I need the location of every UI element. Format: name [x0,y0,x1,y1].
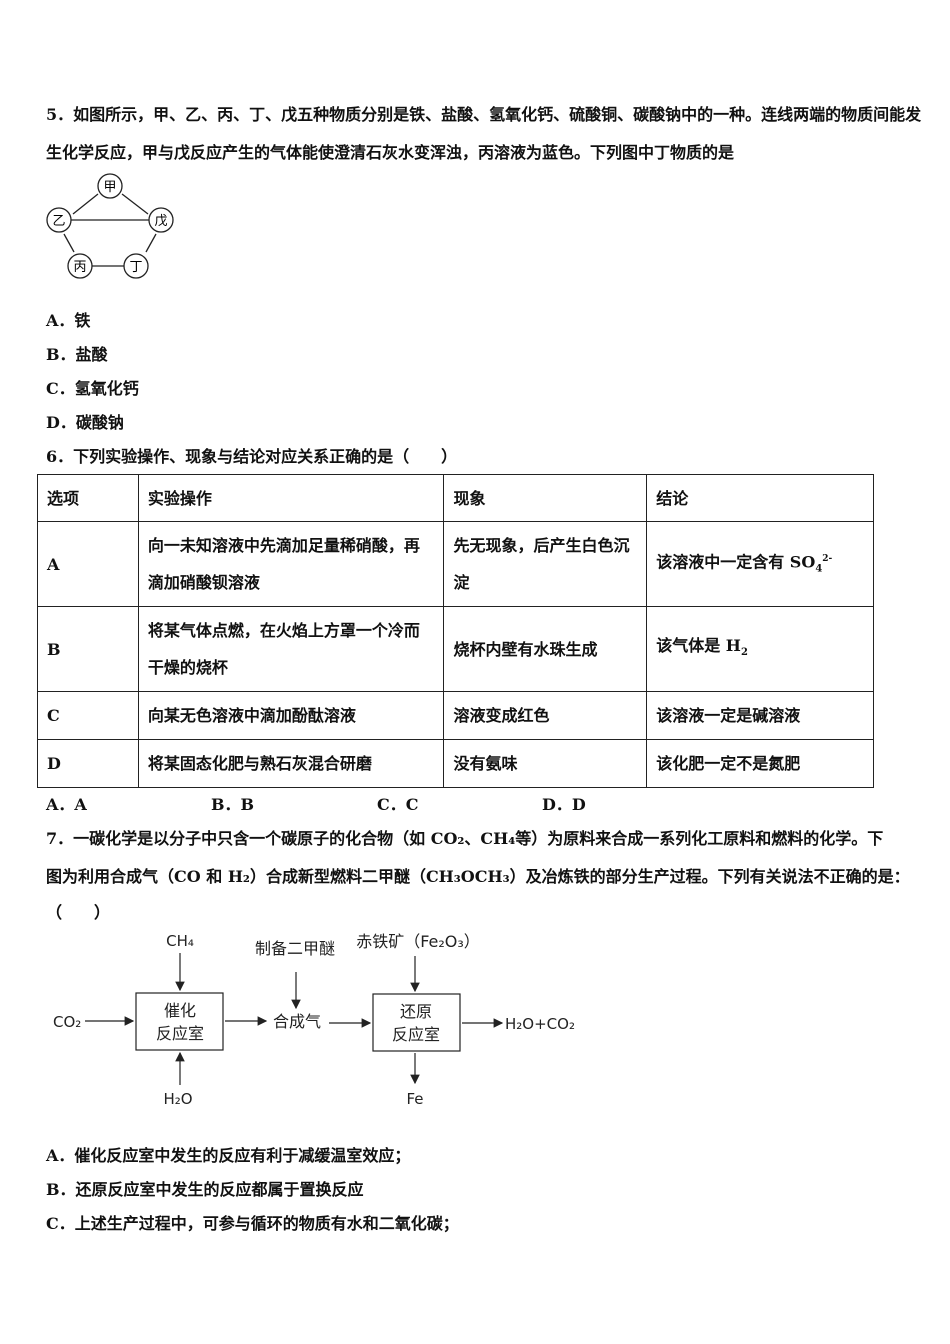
row-option: A [37,521,139,607]
svg-text:丁: 丁 [129,260,142,275]
q6-stem: 6．下列实验操作、现象与结论对应关系正确的是（ ） [46,447,458,466]
q6-answer-c: C．C [377,795,419,814]
q5-pentagon-diagram: 甲 乙 戊 丙 丁 [46,173,174,279]
node-wu: 戊 [148,207,174,233]
q5-stem-line1: 5．如图所示，甲、乙、丙、丁、戊五种物质分别是铁、盐酸、氢氧化钙、硫酸铜、碳酸钠… [46,105,922,124]
q7-option-a: A．催化反应室中发生的反应有利于减缓温室效应； [46,1146,411,1165]
q5-option-d: D．碳酸钠 [46,413,124,432]
table-row: B 将某气体点燃，在火焰上方罩一个冷而干燥的烧杯 烧杯内壁有水珠生成 该气体是 … [37,606,874,692]
svg-text:甲: 甲 [103,180,116,195]
label-output-h2o-co2: H₂O+CO₂ [505,1015,575,1033]
row-conclusion: 该化肥一定不是氮肥 [646,739,874,788]
row-phenomenon: 溶液变成红色 [443,691,648,740]
svg-text:戊: 戊 [154,214,167,229]
row-conclusion: 该气体是 H2 [646,606,874,692]
reduction-reactor-box [372,993,461,1052]
header-operation: 实验操作 [137,474,445,522]
header-option: 选项 [37,474,139,522]
svg-text:乙: 乙 [52,214,65,229]
row-phenomenon: 没有氨味 [443,739,648,788]
catalytic-reactor-box [135,992,224,1051]
label-syngas: 合成气 [273,1012,321,1031]
table-row: D 将某固态化肥与熟石灰混合研磨 没有氨味 该化肥一定不是氮肥 [37,739,874,788]
label-co2-input: CO₂ [53,1013,81,1031]
row-operation: 将某固态化肥与熟石灰混合研磨 [137,739,445,788]
q7-option-c: C．上述生产过程中，可参与循环的物质有水和二氧化碳； [46,1214,459,1233]
row-operation: 将某气体点燃，在火焰上方罩一个冷而干燥的烧杯 [137,606,445,692]
q7-stem-line2: 图为利用合成气（CO 和 H₂）合成新型燃料二甲醚（CH₃OCH₃）及冶炼铁的部… [46,867,910,886]
reduction-reactor-label-top: 还原 [400,1002,432,1021]
label-hematite: 赤铁矿（Fe₂O₃） [356,932,480,951]
table-header-row: 选项 实验操作 现象 结论 [37,474,874,522]
node-yi: 乙 [46,207,72,233]
q5-option-c: C．氢氧化钙 [46,379,139,398]
table-row: C 向某无色溶液中滴加酚酞溶液 溶液变成红色 该溶液一定是碱溶液 [37,691,874,740]
node-ding: 丁 [123,253,149,279]
row-conclusion: 该溶液中一定含有 SO42- [646,521,874,607]
reduction-reactor-label-bottom: 反应室 [392,1025,440,1044]
q6-answer-d: D．D [542,795,586,814]
row-operation: 向一未知溶液中先滴加足量稀硝酸，再滴加硝酸钡溶液 [137,521,445,607]
q5-stem-line2: 生化学反应，甲与戊反应产生的气体能使澄清石灰水变浑浊，丙溶液为蓝色。下列图中丁物… [46,143,735,162]
node-bing: 丙 [67,253,93,279]
q7-stem-line3: （ ） [46,903,111,922]
q5-option-a: A．铁 [46,311,91,330]
catalytic-reactor-label-bottom: 反应室 [156,1024,204,1043]
node-jia: 甲 [97,173,123,199]
row-operation: 向某无色溶液中滴加酚酞溶液 [137,691,445,740]
row-option: D [37,739,139,788]
table-row: A 向一未知溶液中先滴加足量稀硝酸，再滴加硝酸钡溶液 先无现象，后产生白色沉淀 … [37,521,874,607]
q7-process-flow-diagram: CH₄ CO₂ H₂O 催化 反应室 合成气 制备二甲醚 赤铁矿（Fe₂O₃） … [53,932,575,1108]
svg-text:丙: 丙 [73,260,86,275]
q6-answer-b: B．B [211,795,255,814]
q7-stem-line1: 7．一碳化学是以分子中只含一个碳原子的化合物（如 CO₂、CH₄等）为原料来合成… [46,829,884,848]
q6-table: 选项 实验操作 现象 结论 A 向一未知溶液中先滴加足量稀硝酸，再滴加硝酸钡溶液… [37,474,874,788]
label-dme-prep: 制备二甲醚 [255,939,335,958]
row-option: C [37,691,139,740]
label-ch4: CH₄ [166,932,194,950]
label-fe: Fe [406,1090,423,1108]
row-phenomenon: 先无现象，后产生白色沉淀 [443,521,648,607]
q7-option-b: B．还原反应室中发生的反应都属于置换反应 [46,1180,364,1199]
row-conclusion: 该溶液一定是碱溶液 [646,691,874,740]
row-option: B [37,606,139,692]
row-phenomenon: 烧杯内壁有水珠生成 [443,606,648,692]
q6-answer-a: A．A [46,795,87,814]
q5-option-b: B．盐酸 [46,345,108,364]
catalytic-reactor-label-top: 催化 [164,1001,196,1020]
header-conclusion: 结论 [646,474,874,522]
header-phenomenon: 现象 [443,474,648,522]
label-h2o: H₂O [163,1090,192,1108]
